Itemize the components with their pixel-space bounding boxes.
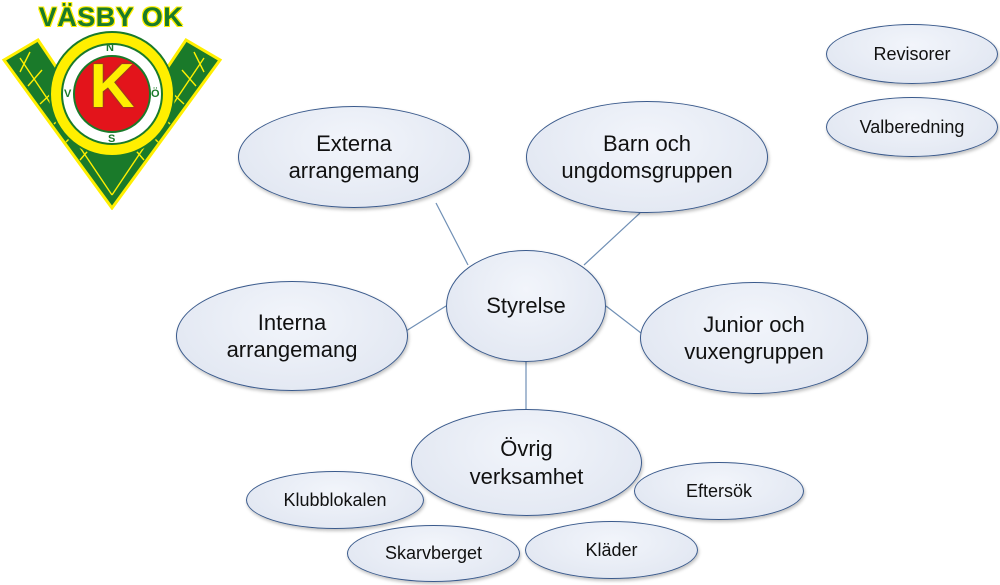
node-klader-label: Kläder: [585, 539, 638, 560]
node-junior-label: Junior och vuxengruppen: [684, 311, 824, 365]
logo-letter-k: K: [89, 52, 135, 121]
vasby-ok-logo: VÄSBY OK K N V Ö S: [0, 0, 225, 211]
node-barn-och-ungdomsgruppen: Barn och ungdomsgruppen: [526, 101, 768, 213]
node-valberedning: Valberedning: [826, 97, 998, 157]
node-externa-label: Externa arrangemang: [288, 130, 420, 184]
connector-barn: [583, 212, 641, 266]
logo-emblem: [1, 31, 223, 211]
logo-letter-o: Ö: [151, 88, 160, 100]
connector-junior: [605, 305, 642, 334]
logo-letter-v: V: [64, 88, 72, 100]
node-klubblokalen-label: Klubblokalen: [283, 489, 387, 510]
node-valberedning-label: Valberedning: [859, 116, 965, 137]
node-klubblokalen: Klubblokalen: [246, 471, 424, 529]
node-interna-label: Interna arrangemang: [226, 309, 358, 363]
node-externa-arrangemang: Externa arrangemang: [238, 106, 470, 208]
node-interna-arrangemang: Interna arrangemang: [176, 281, 408, 391]
node-junior-och-vuxengruppen: Junior och vuxengruppen: [640, 282, 868, 394]
connector-externa: [435, 202, 469, 266]
connector-interna: [405, 305, 447, 332]
node-skarvberget: Skarvberget: [347, 525, 520, 582]
logo-title: VÄSBY OK: [38, 2, 184, 32]
logo-letter-n: N: [106, 42, 114, 54]
node-revisorer: Revisorer: [826, 24, 998, 84]
node-klader: Kläder: [525, 521, 698, 579]
node-skarvberget-label: Skarvberget: [384, 543, 483, 564]
node-revisorer-label: Revisorer: [873, 43, 951, 64]
logo-letter-s: S: [108, 133, 116, 145]
node-styrelse-label: Styrelse: [486, 293, 566, 319]
node-barn-label: Barn och ungdomsgruppen: [561, 130, 733, 184]
node-eftersok-label: Eftersök: [685, 480, 753, 501]
node-ovrig-verksamhet: Övrig verksamhet: [411, 409, 642, 516]
node-styrelse: Styrelse: [446, 250, 606, 362]
node-eftersok: Eftersök: [634, 462, 804, 520]
node-ovrig-label: Övrig verksamhet: [469, 436, 584, 489]
